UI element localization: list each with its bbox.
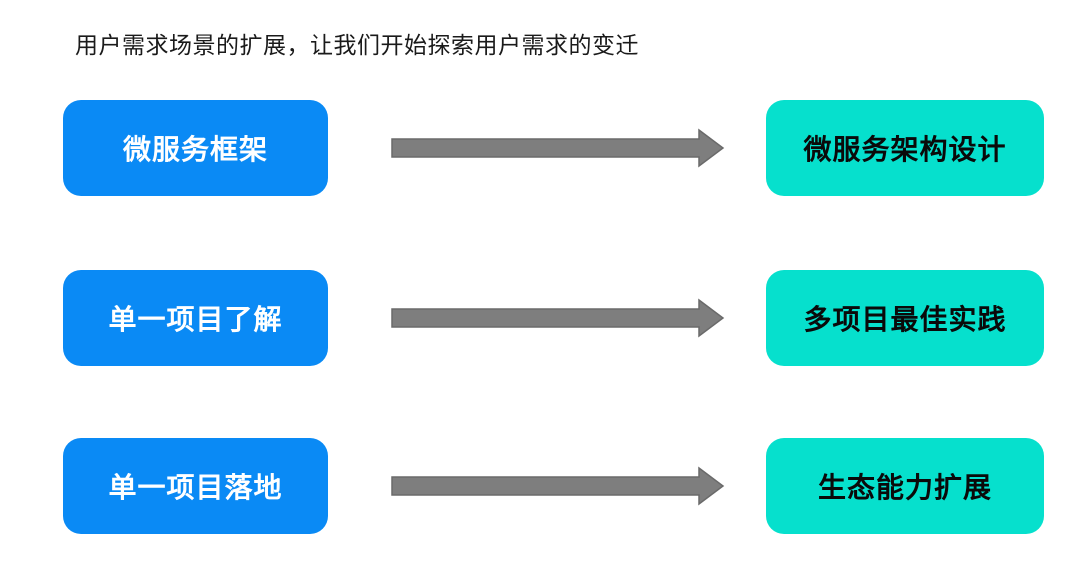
slide-title: 用户需求场景的扩展，让我们开始探索用户需求的变迁: [75, 32, 639, 58]
diagram-row: 单一项目了解 多项目最佳实践: [0, 270, 1080, 366]
arrow-right-icon: [391, 298, 725, 338]
diagram-row: 单一项目落地 生态能力扩展: [0, 438, 1080, 534]
target-box-microservice-architecture-design: 微服务架构设计: [766, 100, 1044, 196]
arrow-right-icon: [391, 128, 725, 168]
source-box-single-project-understanding: 单一项目了解: [63, 270, 328, 366]
target-box-ecosystem-capability-expansion: 生态能力扩展: [766, 438, 1044, 534]
arrow-right-icon: [391, 466, 725, 506]
source-box-microservice-framework: 微服务框架: [63, 100, 328, 196]
source-box-single-project-implementation: 单一项目落地: [63, 438, 328, 534]
target-box-multi-project-best-practice: 多项目最佳实践: [766, 270, 1044, 366]
diagram-row: 微服务框架 微服务架构设计: [0, 100, 1080, 196]
